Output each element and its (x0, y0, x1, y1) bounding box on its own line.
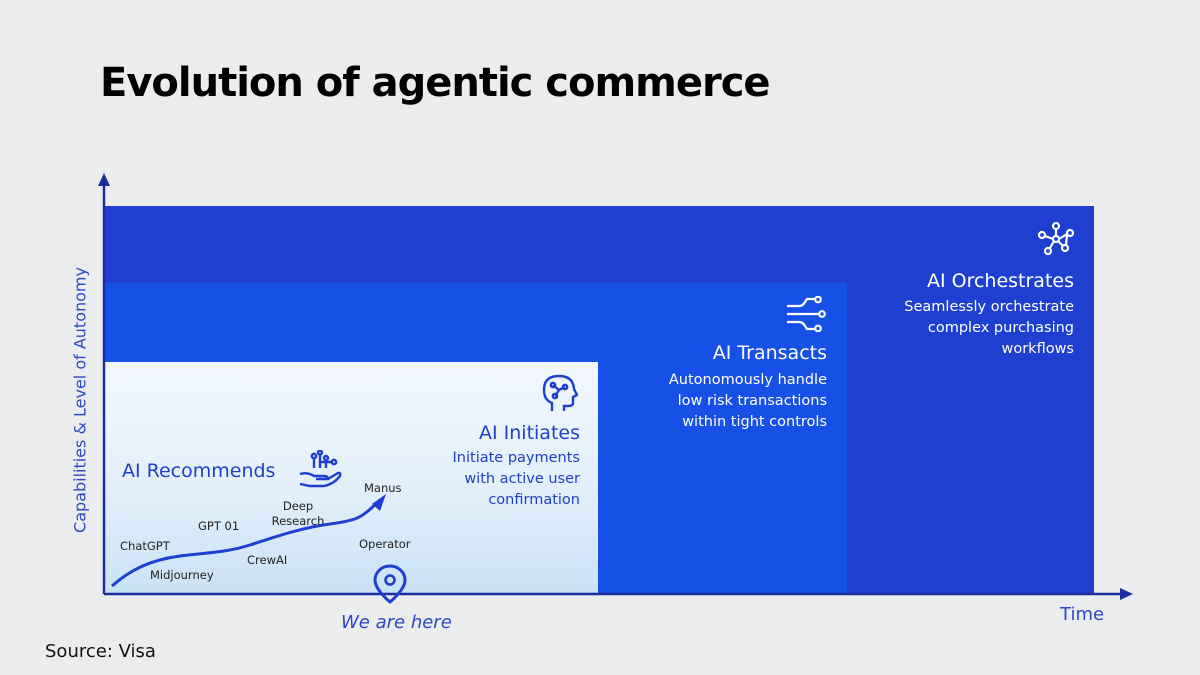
tool-label-operator: Operator (359, 537, 411, 551)
stage-title-recommends: AI Recommends (122, 460, 276, 482)
tool-label-gpt01: GPT 01 (198, 519, 240, 533)
location-pin-icon (373, 564, 407, 604)
page-title: Evolution of agentic commerce (100, 60, 771, 106)
growth-curve (111, 498, 382, 588)
hand-with-circuit-icon (299, 450, 342, 488)
tool-label-crewai: CrewAI (247, 553, 288, 567)
tool-label-chatgpt: ChatGPT (120, 539, 170, 553)
flow-lines-icon (787, 296, 826, 332)
stage-desc-orchestrates: Seamlessly orchestrate complex purchasin… (904, 299, 1074, 357)
stage-title-orchestrates: AI Orchestrates (926, 270, 1074, 292)
stage-title-transacts: AI Transacts (712, 342, 827, 364)
we-are-here-label: We are here (341, 612, 452, 633)
y-axis-arrow (98, 173, 110, 186)
x-axis-arrow (1120, 588, 1133, 600)
network-nodes-icon (1037, 221, 1075, 256)
tool-label-manus: Manus (364, 481, 402, 495)
y-axis-label: Capabilities & Level of Autonomy (70, 267, 90, 533)
tool-label-midjourney: Midjourney (150, 568, 214, 582)
source-note: Source: Visa (45, 641, 156, 662)
head-with-circuit-icon (542, 374, 578, 411)
x-axis-label: Time (1060, 604, 1105, 625)
growth-curve-arrowhead (372, 494, 386, 511)
stage-desc-transacts: Autonomously handle low risk transaction… (668, 372, 827, 430)
stage-title-initiates: AI Initiates (479, 422, 580, 444)
tool-label-deep-research: Deep Research (271, 499, 325, 528)
stage-desc-initiates: Initiate payments with active user confi… (452, 450, 580, 508)
